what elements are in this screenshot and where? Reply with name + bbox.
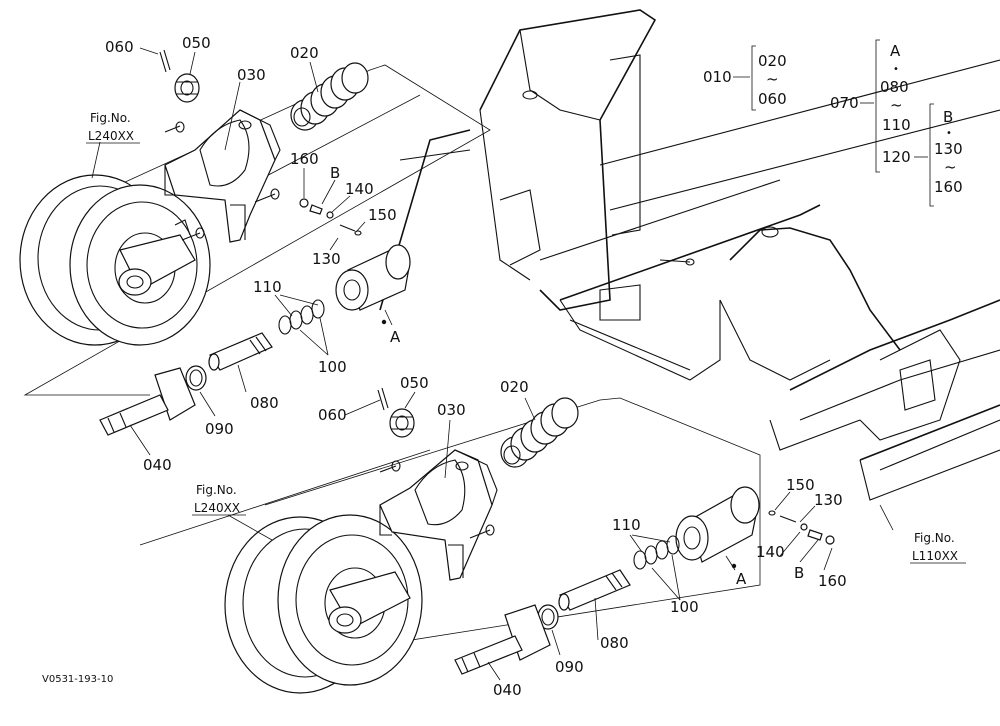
callout-050-top: 050 <box>182 34 211 52</box>
fig-ref-bottom-left-line1: Fig.No. <box>196 483 237 497</box>
legend-070-a-letter: A <box>890 42 901 60</box>
callout-060-bottom: 060 <box>318 406 347 424</box>
callout-060-top: 060 <box>105 38 134 56</box>
cotter-pin-top <box>159 49 171 73</box>
ring-top <box>185 365 207 391</box>
legend-070-a-dot: • <box>893 64 899 75</box>
callout-130-bottom: 130 <box>814 491 843 509</box>
callout-090-bottom: 090 <box>555 658 584 676</box>
callout-080-bottom: 080 <box>600 634 629 652</box>
legend-010-key: 010 <box>703 68 732 86</box>
marker-a-top-dot <box>381 319 387 325</box>
tension-cylinder-top <box>335 244 411 311</box>
grease-fitting-bottom <box>768 510 835 545</box>
fig-ref-top-left-line1: Fig.No. <box>90 111 131 125</box>
callout-100-top: 100 <box>318 358 347 376</box>
shaft-top <box>99 367 196 436</box>
callout-040-top: 040 <box>143 456 172 474</box>
callout-a-top: A <box>390 328 401 346</box>
legend-070-b-from: 130 <box>934 140 963 158</box>
legend-070-b-letter: B <box>943 108 953 126</box>
callout-150-top: 150 <box>368 206 397 224</box>
legend-070-key: 070 <box>830 94 859 112</box>
callout-160-top: 160 <box>290 150 319 168</box>
legend-070-b-tilde: ~ <box>944 158 957 176</box>
callout-020-top: 020 <box>290 44 319 62</box>
callout-030-top: 030 <box>237 66 266 84</box>
callout-080-top: 080 <box>250 394 279 412</box>
callout-160-bottom: 160 <box>818 572 847 590</box>
yoke-bracket-top <box>164 109 281 243</box>
fig-ref-top-left-line2: L240XX <box>88 129 134 143</box>
callout-140-bottom: 140 <box>756 543 785 561</box>
shaft-bottom <box>454 604 551 675</box>
callout-030-bottom: 030 <box>437 401 466 419</box>
callout-150-bottom: 150 <box>786 476 815 494</box>
callout-110-bottom: 110 <box>612 516 641 534</box>
piston-rod-top <box>208 332 273 371</box>
legend-070-sub120: 120 <box>882 148 911 166</box>
idler-wheel-top <box>19 174 211 346</box>
castle-nut-top <box>174 73 200 103</box>
track-frame <box>379 9 1000 501</box>
fig-ref-right-line1: Fig.No. <box>914 531 955 545</box>
callout-b-bottom: B <box>794 564 804 582</box>
fig-ref-bottom-left-line2: L240XX <box>194 501 240 515</box>
tension-spring-top <box>290 62 369 131</box>
legend-070-a-tilde: ~ <box>890 96 903 114</box>
legend-070: 070 A • 080 ~ 110 120 B • 130 ~ 160 <box>830 39 963 207</box>
callout-100-bottom: 100 <box>670 598 699 616</box>
fig-ref-bottom-left: Fig.No. L240XX <box>192 483 246 516</box>
bolts-bottom <box>379 460 495 539</box>
legend-010-from: 020 <box>758 52 787 70</box>
leader-lines <box>91 47 894 681</box>
legend-070-a-from: 080 <box>880 78 909 96</box>
callout-050-bottom: 050 <box>400 374 429 392</box>
callout-090-top: 090 <box>205 420 234 438</box>
legend-070-a-to: 110 <box>882 116 911 134</box>
marker-a-bottom-dot <box>731 563 737 569</box>
castle-nut-bottom <box>389 408 415 438</box>
bolts-top <box>164 121 280 241</box>
tension-cylinder-bottom <box>675 486 760 563</box>
fig-ref-right: Fig.No. L110XX <box>910 531 966 564</box>
grease-fitting-top <box>299 198 362 236</box>
legend-010-tilde: ~ <box>766 70 779 88</box>
callout-020-bottom: 020 <box>500 378 529 396</box>
callout-130-top: 130 <box>312 250 341 268</box>
seal-rings-bottom <box>633 535 680 570</box>
fig-ref-top-left: Fig.No. L240XX <box>86 111 140 144</box>
fig-ref-right-line2: L110XX <box>912 549 958 563</box>
tension-spring-bottom <box>500 397 579 468</box>
yoke-bracket-bottom <box>379 449 498 581</box>
callout-040-bottom: 040 <box>493 681 522 699</box>
idler-wheel-bottom <box>224 514 423 694</box>
legend-010: 010 020 ~ 060 <box>703 45 787 111</box>
ring-bottom <box>537 604 559 630</box>
seal-rings-top <box>278 299 325 335</box>
callout-140-top: 140 <box>345 180 374 198</box>
cotter-pin-bottom <box>377 387 389 411</box>
piston-rod-bottom <box>558 569 631 611</box>
callout-110-top: 110 <box>253 278 282 296</box>
callout-a-bottom: A <box>736 570 747 588</box>
legend-070-b-to: 160 <box>934 178 963 196</box>
legend-010-to: 060 <box>758 90 787 108</box>
drawing-code: V0531-193-10 <box>42 674 113 685</box>
legend-070-b-dot: • <box>946 128 952 139</box>
callout-b-top: B <box>330 164 340 182</box>
